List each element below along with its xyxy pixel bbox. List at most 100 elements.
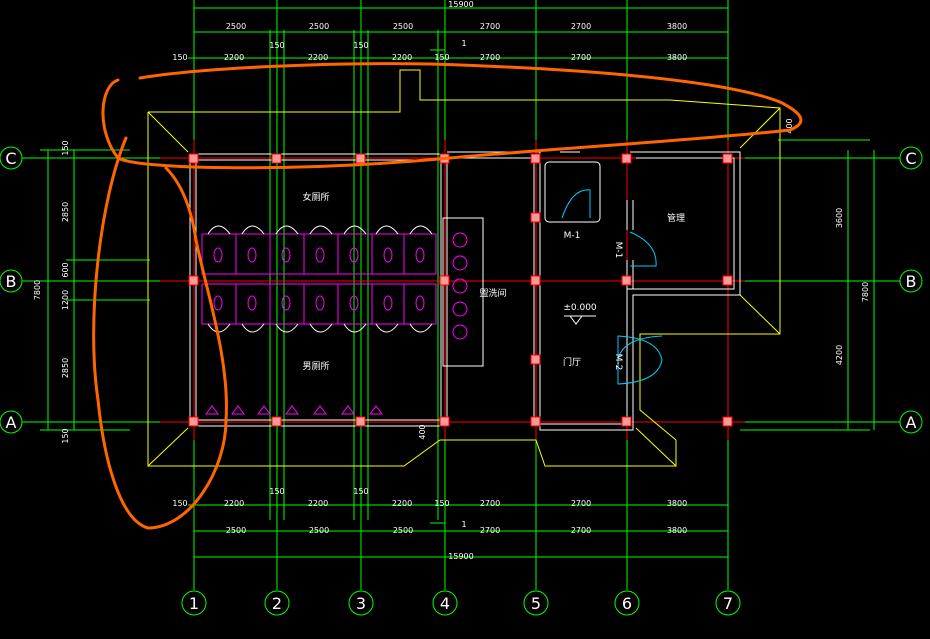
dim-text: 150 (434, 53, 449, 62)
axis-bubble-A-left: A (0, 410, 23, 434)
dim-text: 2700 (480, 22, 500, 31)
axis-label: C (5, 149, 16, 168)
axis-label: A (906, 413, 917, 432)
axis-label: 3 (356, 594, 366, 613)
room-label-male: 男厕所 (302, 361, 329, 372)
room-label-office: 管理 (667, 212, 685, 224)
column-markers (188, 153, 733, 427)
dim-text: 2500 (393, 22, 413, 31)
axis-label: 5 (531, 594, 541, 613)
axis-bubble-5: 5 (523, 590, 549, 616)
dim-text: 1200 (61, 290, 70, 310)
axis-bubbles-rows-right: C B A (899, 146, 923, 434)
dim-row-bottom-outer: 2500 2500 2500 2700 2700 3800 (226, 526, 687, 535)
dim-text: 150 (172, 53, 187, 62)
door-label-m1-office: M-1 (613, 242, 623, 259)
dim-text: 3800 (667, 22, 687, 31)
dim-text: 2700 (480, 499, 500, 508)
walls (189, 151, 741, 431)
section-marks (430, 40, 446, 524)
dim-text: 2700 (571, 499, 591, 508)
dim-text: 150 (353, 487, 368, 496)
axis-label: 1 (189, 594, 199, 613)
dim-text: 150 (172, 499, 187, 508)
dim-text: 2700 (571, 22, 591, 31)
axis-bubble-6: 6 (614, 590, 640, 616)
dim-text: 2200 (392, 53, 412, 62)
axis-bubble-B-left: B (0, 269, 23, 293)
dim-text: 2500 (309, 22, 329, 31)
dim-text: 2700 (571, 53, 591, 62)
axis-bubbles-columns: 1 2 3 4 5 6 7 (181, 590, 741, 616)
annotation-scribble-top (101, 62, 803, 170)
elevation-icon (564, 315, 596, 325)
axis-label: B (6, 272, 17, 291)
axis-bubble-2: 2 (264, 590, 290, 616)
dim-text: 2850 (61, 202, 70, 222)
dim-text: 150 (269, 41, 284, 50)
dim-text: 2500 (393, 526, 413, 535)
axis-label: 6 (622, 594, 632, 613)
axis-bubble-1: 1 (181, 590, 207, 616)
dim-text: 3800 (667, 499, 687, 508)
axis-label: 2 (272, 594, 282, 613)
dim-text: 150 (61, 140, 70, 155)
dim-text: 2500 (226, 22, 246, 31)
dim-text: 7800 (861, 282, 870, 302)
axis-bubble-A-right: A (899, 410, 923, 434)
door-label-m1-hall: M-1 (564, 231, 581, 241)
dim-row-bottom-inner: 150 2200 150 2200 150 2200 150 2700 2700… (172, 487, 687, 508)
dim-text: 400 (785, 118, 794, 133)
room-label-hall: 门厅 (563, 356, 581, 368)
dim-text: 150 (269, 487, 284, 496)
room-label-washroom: 盥洗间 (479, 287, 506, 299)
axis-label: A (6, 413, 17, 432)
dim-text: 4200 (835, 345, 844, 365)
dim-col-right: 400 3600 4200 7800 (785, 118, 870, 365)
dim-text: 2500 (226, 526, 246, 535)
door-swings (561, 189, 663, 385)
dim-row-top-inner: 150 2200 150 2200 150 2200 150 2700 2700… (172, 41, 687, 62)
dim-small-400: 400 (418, 424, 427, 439)
dim-text: 2700 (480, 526, 500, 535)
room-label-female: 女厕所 (302, 191, 329, 203)
axis-bubble-7: 7 (715, 590, 741, 616)
axis-bubble-B-right: B (899, 269, 923, 293)
dim-total-bottom: 15900 (448, 552, 473, 561)
dim-text: 150 (61, 428, 70, 443)
axis-label: 4 (440, 594, 450, 613)
dim-text: 2200 (224, 53, 244, 62)
dim-text: 3600 (835, 208, 844, 228)
dim-text: 2850 (61, 358, 70, 378)
dim-text: 150 (353, 41, 368, 50)
axis-bubble-C-right: C (899, 146, 923, 170)
annotation-scribble-left (92, 136, 228, 530)
dim-text: 2200 (308, 499, 328, 508)
section-mark-top: 1 (461, 39, 466, 48)
door-label-m2: M-2 (613, 354, 623, 371)
dim-col-left: 7800 150 2850 600 1200 2850 150 (33, 140, 70, 443)
roof-outline (147, 69, 781, 467)
section-mark-bottom: 1 (461, 520, 466, 529)
dim-total-top: 15900 (448, 0, 473, 9)
toilet-stalls (201, 232, 468, 415)
axis-bubble-3: 3 (348, 590, 374, 616)
dim-row-top-outer: 2500 2500 2500 2700 2700 3800 (226, 22, 687, 31)
dim-text: 3800 (667, 526, 687, 535)
axis-bubble-C-left: C (0, 146, 23, 170)
axis-label: 7 (723, 594, 733, 613)
dim-text: 2700 (480, 53, 500, 62)
axis-label: C (905, 149, 916, 168)
dim-text: 2500 (309, 526, 329, 535)
dim-text: 7800 (33, 280, 42, 300)
dim-text: 2200 (224, 499, 244, 508)
dim-text: 600 (61, 262, 70, 277)
dim-text: 2200 (308, 53, 328, 62)
dim-text: 2200 (392, 499, 412, 508)
axis-label: B (906, 272, 917, 291)
axis-bubbles-rows-left: C B A (0, 146, 23, 434)
dim-text: 150 (434, 499, 449, 508)
dim-text: 3800 (667, 53, 687, 62)
dim-text: 2700 (571, 526, 591, 535)
